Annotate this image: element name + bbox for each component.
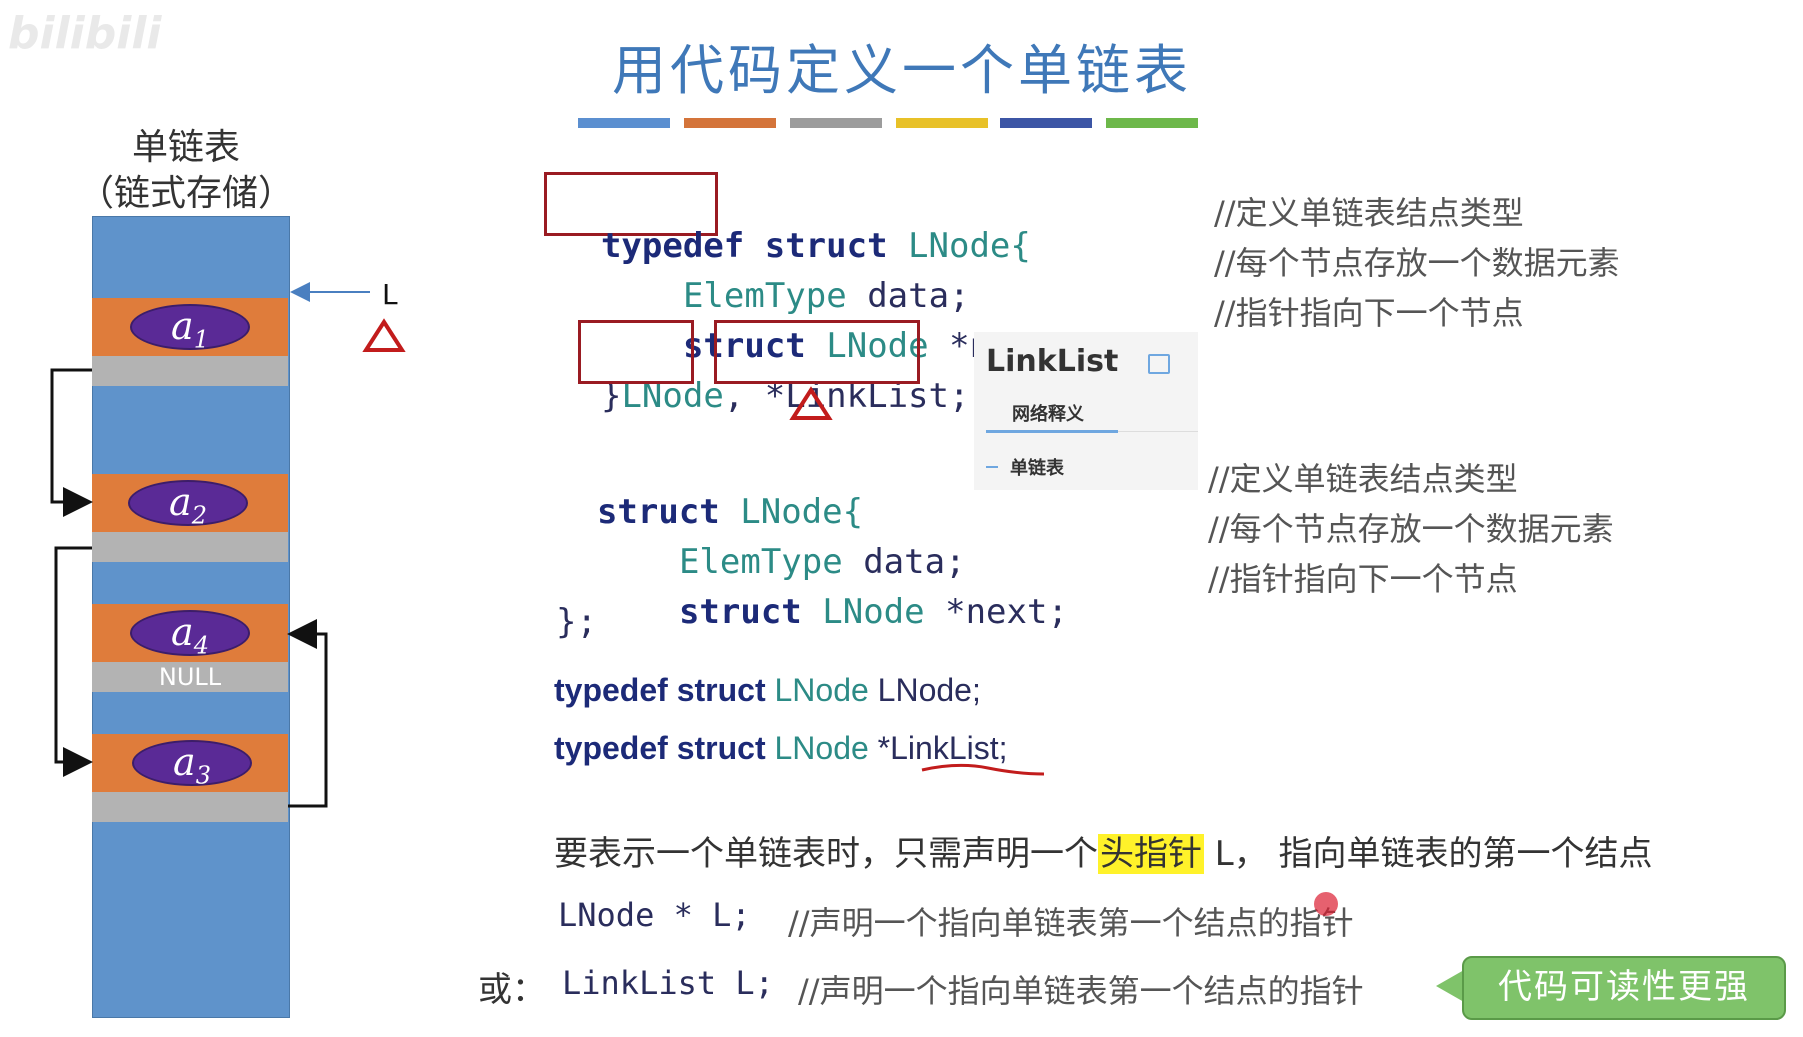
decl2-comment: //声明一个指向单链表第一个结点的指针 xyxy=(798,972,1364,1010)
data-oval-a1: a1 xyxy=(130,304,250,354)
link-a3-a4 xyxy=(287,619,328,808)
popup-tab-underline xyxy=(986,430,1118,433)
title-bar-2 xyxy=(684,118,776,128)
code2-line2: ElemType data; xyxy=(678,542,966,582)
pointer-field-a3 xyxy=(92,792,288,822)
link-a2-a3 xyxy=(54,546,93,777)
decl2-code: LinkList L; xyxy=(562,964,774,1002)
link-a1-a2 xyxy=(50,368,93,517)
pointer-field-a2 xyxy=(92,532,288,562)
title-bar-3 xyxy=(790,118,882,128)
node-a4: a4 xyxy=(92,604,288,662)
watermark-logo: bilibili xyxy=(8,8,162,59)
code1-comment3: //指针指向下一个节点 xyxy=(1214,294,1524,332)
popup-open-icon[interactable] xyxy=(1148,354,1170,374)
badge-pointer xyxy=(1436,970,1464,1002)
code1-line1: typedef struct LNode{ xyxy=(600,226,1031,266)
diagram-label-line2: （链式存储） xyxy=(78,173,295,214)
data-oval-a4: a4 xyxy=(130,610,250,660)
node-a3: a3 xyxy=(92,734,288,792)
code2-line1: struct LNode{ xyxy=(596,492,864,532)
title-bar-1 xyxy=(578,118,670,128)
popup-item: 单链表 xyxy=(1010,458,1064,479)
node-a2: a2 xyxy=(92,474,288,532)
red-underline xyxy=(921,763,1045,776)
code2-line3: struct LNode *next; xyxy=(678,592,1068,632)
pointer-field-a4: NULL xyxy=(92,662,288,692)
code1-comment2: //每个节点存放一个数据元素 xyxy=(1214,244,1620,282)
title-bar-5 xyxy=(1000,118,1092,128)
code2-comment3: //指针指向下一个节点 xyxy=(1208,560,1518,598)
popup-tab-web[interactable]: 网络释义 xyxy=(1012,404,1084,425)
code1-line2: ElemType data; xyxy=(682,276,970,316)
triangle-mark-code xyxy=(789,386,833,420)
linklist-underlined: LinkList xyxy=(890,730,999,766)
title-bar-4 xyxy=(896,118,988,128)
node-a1: a1 xyxy=(92,298,288,356)
page-title: 用代码定义一个单链表 xyxy=(612,39,1192,102)
link-arrows xyxy=(50,282,406,808)
dictionary-popup[interactable]: LinkList 网络释义 单链表 xyxy=(974,332,1198,490)
code2-comment2: //每个节点存放一个数据元素 xyxy=(1208,510,1614,548)
popup-divider xyxy=(1118,431,1198,432)
decl1-comment: //声明一个指向单链表第一个结点的指针 xyxy=(788,904,1354,942)
pointer-field-a1 xyxy=(92,356,288,386)
typedef-line2: typedef struct LNode *LinkList; xyxy=(554,730,1008,766)
code2-line4: }; xyxy=(556,602,597,642)
null-label: NULL xyxy=(158,663,222,691)
typedef-line1: typedef struct LNode LNode; xyxy=(554,672,981,708)
cursor-dot xyxy=(1314,892,1338,916)
head-pointer-label: L xyxy=(382,278,398,311)
decl2-prefix: 或： xyxy=(478,970,546,1010)
explanation-text: 要表示一个单链表时，只需声明一个头指针 L， 指向单链表的第一个结点 xyxy=(554,834,1653,874)
head-pointer-highlight: 头指针 xyxy=(1098,834,1204,874)
popup-item-dash xyxy=(986,466,998,468)
decl1-code: LNode * L; xyxy=(558,896,751,934)
popup-word: LinkList xyxy=(986,344,1119,379)
data-oval-a3: a3 xyxy=(132,740,252,790)
triangle-mark-left xyxy=(362,318,406,352)
lnode-highlight-box xyxy=(578,320,694,384)
linklist-highlight-box xyxy=(714,320,920,384)
typedef-highlight-box xyxy=(544,172,718,236)
title-bar-6 xyxy=(1106,118,1198,128)
code1-comment1: //定义单链表结点类型 xyxy=(1214,194,1524,232)
data-oval-a2: a2 xyxy=(128,480,248,530)
readability-badge: 代码可读性更强 xyxy=(1462,956,1786,1020)
code2-comment1: //定义单链表结点类型 xyxy=(1208,460,1518,498)
diagram-label-line1: 单链表 xyxy=(132,127,241,168)
